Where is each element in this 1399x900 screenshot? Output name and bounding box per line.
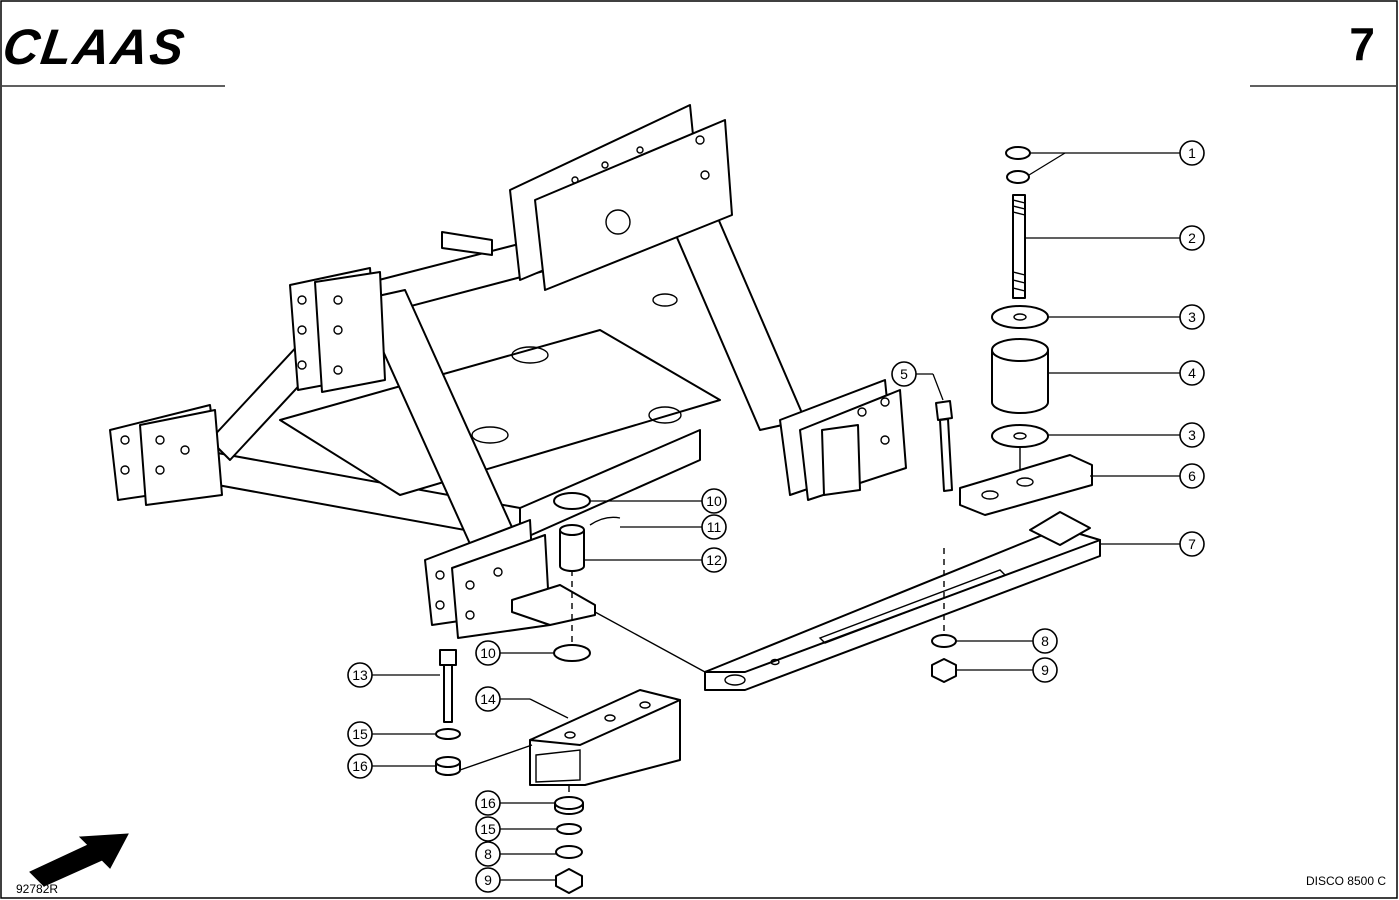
callout-label: 15 — [480, 821, 496, 837]
lower-fastener-stack — [554, 786, 584, 894]
callout-label: 9 — [484, 872, 492, 888]
callout-10-upper: 10 — [590, 488, 727, 514]
callout-15-lower: 15 — [475, 816, 557, 842]
callout-label: 10 — [480, 645, 496, 661]
callout-label: 10 — [706, 493, 722, 509]
callout-label: 8 — [1041, 633, 1049, 649]
callout-label: 5 — [900, 366, 908, 382]
callout-11: 11 — [620, 514, 727, 540]
callout-16-lower: 16 — [475, 790, 555, 816]
callout-3-upper: 3 — [1048, 304, 1205, 330]
callout-label: 2 — [1188, 230, 1196, 246]
callout-label: 16 — [480, 795, 496, 811]
callout-label: 11 — [707, 519, 722, 535]
callout-label: 6 — [1188, 468, 1196, 484]
callout-label: 13 — [352, 667, 368, 683]
model-label: DISCO 8500 C — [1306, 874, 1386, 888]
callout-2: 2 — [1025, 225, 1205, 251]
callout-8-upper: 8 — [956, 628, 1058, 654]
callout-label: 12 — [706, 552, 722, 568]
direction-arrow-icon — [29, 833, 129, 887]
drawing-number: 92782R — [16, 882, 58, 896]
callout-label: 15 — [352, 726, 368, 742]
claas-logo: CLAAS — [0, 19, 189, 75]
callout-label: 16 — [352, 758, 368, 774]
main-frame-assembly — [109, 104, 907, 639]
callout-5: 5 — [891, 361, 944, 401]
bolt-13-stack — [435, 649, 533, 776]
callout-8-lower: 8 — [475, 841, 556, 867]
callout-12: 12 — [584, 547, 727, 573]
mounting-bar-7 — [704, 511, 1101, 691]
brand-logo-text: CLAAS — [0, 19, 189, 75]
callout-6: 6 — [1090, 463, 1205, 489]
callout-9-lower: 9 — [475, 867, 556, 893]
callout-9-upper: 9 — [956, 657, 1058, 683]
callout-label: 1 — [1188, 145, 1196, 161]
callout-10-lower: 10 — [475, 640, 554, 666]
callout-3-lower: 3 — [1048, 422, 1205, 448]
callout-13: 13 — [347, 662, 440, 688]
callout-1: 1 — [1028, 140, 1205, 176]
pivot-parts — [511, 492, 706, 673]
callout-7: 7 — [1100, 531, 1205, 557]
callout-label: 7 — [1188, 536, 1196, 552]
page-number: 7 — [1349, 18, 1375, 70]
rubber-mount-stack — [959, 146, 1093, 516]
callout-14: 14 — [475, 686, 569, 719]
bolt-5 — [935, 400, 953, 492]
callout-label: 8 — [484, 846, 492, 862]
callout-label: 4 — [1188, 365, 1196, 381]
callout-label: 3 — [1188, 309, 1196, 325]
callout-15-upper: 15 — [347, 721, 436, 747]
callout-label: 9 — [1041, 662, 1049, 678]
callout-label: 14 — [480, 691, 496, 707]
callout-4: 4 — [1048, 360, 1205, 386]
callout-16-upper: 16 — [347, 753, 436, 779]
callout-label: 3 — [1188, 427, 1196, 443]
lower-bracket-14 — [529, 689, 681, 786]
